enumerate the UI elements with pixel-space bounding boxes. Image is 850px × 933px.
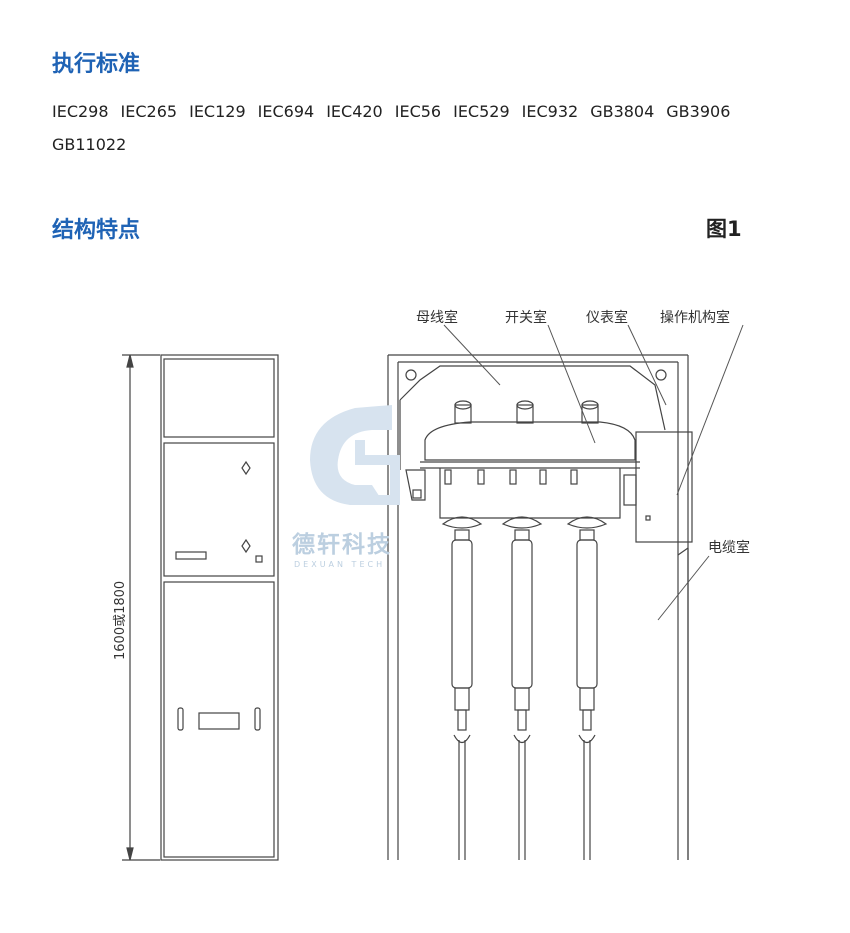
breaker-base: [439, 468, 621, 519]
label-cable: 电缆室: [708, 539, 750, 556]
label-mechanism: 操作机构室: [660, 309, 730, 326]
standard-item: IEC129: [189, 102, 246, 121]
pole-assemblies: [441, 516, 608, 860]
door-window: [198, 712, 240, 730]
standard-item: IEC932: [521, 102, 579, 121]
cabinet-section: [387, 354, 693, 860]
label-instrument: 仪表室: [586, 309, 628, 326]
features-heading: 结构特点: [52, 218, 141, 243]
standards-list: IEC298 IEC265 IEC129 IEC694 IEC420 IEC56 IEC52…: [52, 95, 812, 161]
standards-heading: 执行标准: [52, 52, 141, 77]
watermark-name: 德轩科技: [292, 531, 392, 558]
indicator-icon: [241, 538, 251, 554]
breaker-body: [424, 421, 636, 461]
nameplate: [175, 551, 207, 560]
switchgear-drawing: 1600或1800: [113, 309, 750, 861]
indicator-icon: [241, 460, 251, 476]
lock-icon: [255, 555, 263, 563]
leader-lines: [443, 324, 744, 621]
standard-item: GB11022: [52, 135, 127, 154]
figure-label: 图1: [706, 217, 742, 241]
standard-item: IEC529: [453, 102, 510, 121]
handle-icon: [177, 707, 184, 731]
top-panel: [163, 358, 275, 438]
standard-item: GB3804: [590, 102, 655, 121]
watermark-logo: 德轩科技 DEXUAN TECH: [292, 405, 400, 569]
standard-item: GB3906: [666, 102, 731, 121]
standard-item: IEC298: [52, 102, 109, 121]
watermark-sub: DEXUAN TECH: [294, 560, 385, 569]
instrument-box: [635, 431, 693, 543]
standard-item: IEC56: [394, 102, 442, 121]
instrument-panel: [163, 442, 275, 577]
standard-item: IEC265: [120, 102, 178, 121]
standard-item: IEC694: [257, 102, 315, 121]
cabinet-front-outline: [160, 354, 279, 861]
label-busbar: 母线室: [416, 309, 458, 326]
handle-icon: [254, 707, 261, 731]
pole-3: [566, 516, 608, 860]
label-switch: 开关室: [505, 309, 547, 326]
standard-item: IEC420: [326, 102, 383, 121]
pole-1: [441, 516, 483, 860]
bottom-door: [163, 581, 275, 858]
pole-2: [501, 516, 543, 860]
height-dimension: 1600或1800: [113, 581, 128, 660]
